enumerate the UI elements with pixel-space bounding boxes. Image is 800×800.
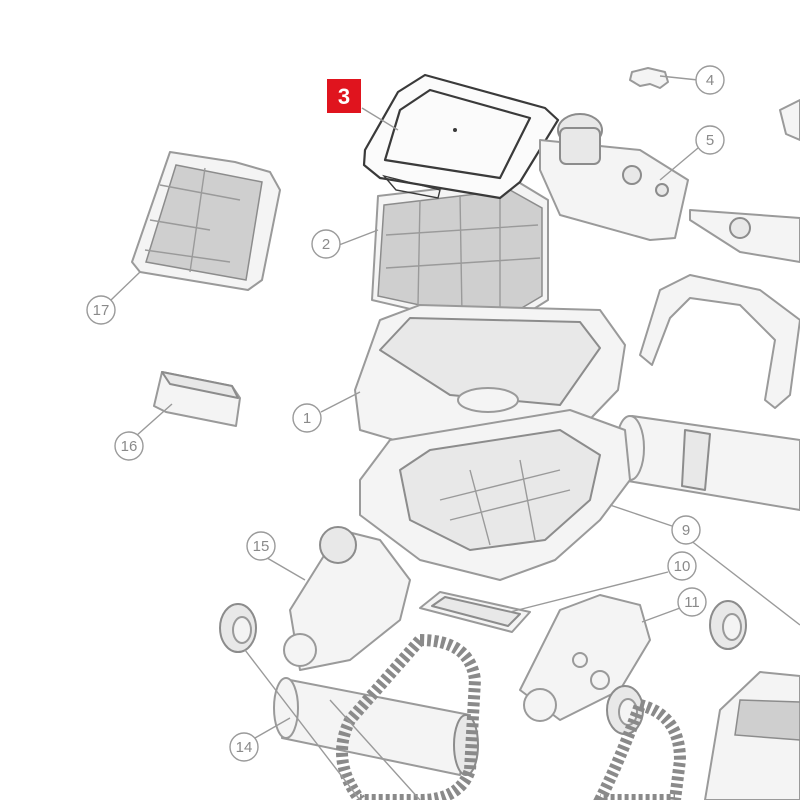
callout-14-label: 14 [236, 739, 253, 756]
callout-15[interactable]: 15 [246, 531, 276, 561]
leader-lines [110, 75, 800, 800]
callout-2[interactable]: 2 [311, 229, 341, 259]
callout-10-label: 10 [674, 558, 691, 575]
callout-10[interactable]: 10 [667, 551, 697, 581]
callout-4-label: 4 [706, 72, 714, 89]
part-10-plate[interactable] [419, 591, 531, 633]
part-14-roller[interactable] [273, 677, 479, 776]
callout-11[interactable]: 11 [677, 587, 707, 617]
callout-16-label: 16 [121, 438, 138, 455]
callout-4[interactable]: 4 [695, 65, 725, 95]
part-16-small-block[interactable] [153, 371, 241, 427]
roller-right[interactable] [615, 415, 800, 511]
callout-5[interactable]: 5 [695, 125, 725, 155]
part-9-chassis[interactable] [359, 409, 631, 581]
callout-15-label: 15 [253, 538, 270, 555]
callout-3-label: 3 [338, 84, 350, 109]
callout-16[interactable]: 16 [114, 431, 144, 461]
callout-1[interactable]: 1 [292, 403, 322, 433]
part-5-motor-housing[interactable] [539, 113, 689, 241]
callout-14[interactable]: 14 [229, 732, 259, 762]
callout-9[interactable]: 9 [671, 515, 701, 545]
bottom-right-assembly-partial [704, 671, 800, 800]
callout-9-label: 9 [682, 522, 690, 539]
callout-2-label: 2 [322, 236, 330, 253]
wheel-right[interactable] [709, 600, 747, 650]
track-left[interactable] [336, 633, 482, 800]
callout-17-label: 17 [93, 302, 110, 319]
handle[interactable] [639, 274, 800, 409]
callout-11-label: 11 [684, 594, 700, 611]
part-17-filter-panel[interactable] [131, 151, 281, 291]
part-15-left-frame[interactable] [283, 526, 411, 671]
part-3-top-lid[interactable] [362, 73, 560, 200]
part-4-clip[interactable] [629, 67, 669, 89]
callout-17[interactable]: 17 [86, 295, 116, 325]
wheel-left[interactable] [219, 603, 257, 653]
callout-3-highlighted[interactable]: 3 [327, 79, 361, 113]
callout-1-label: 1 [303, 410, 311, 427]
callout-5-label: 5 [706, 132, 714, 149]
side-plate-partial [689, 99, 800, 263]
part-2-filter-basket[interactable] [371, 179, 549, 331]
